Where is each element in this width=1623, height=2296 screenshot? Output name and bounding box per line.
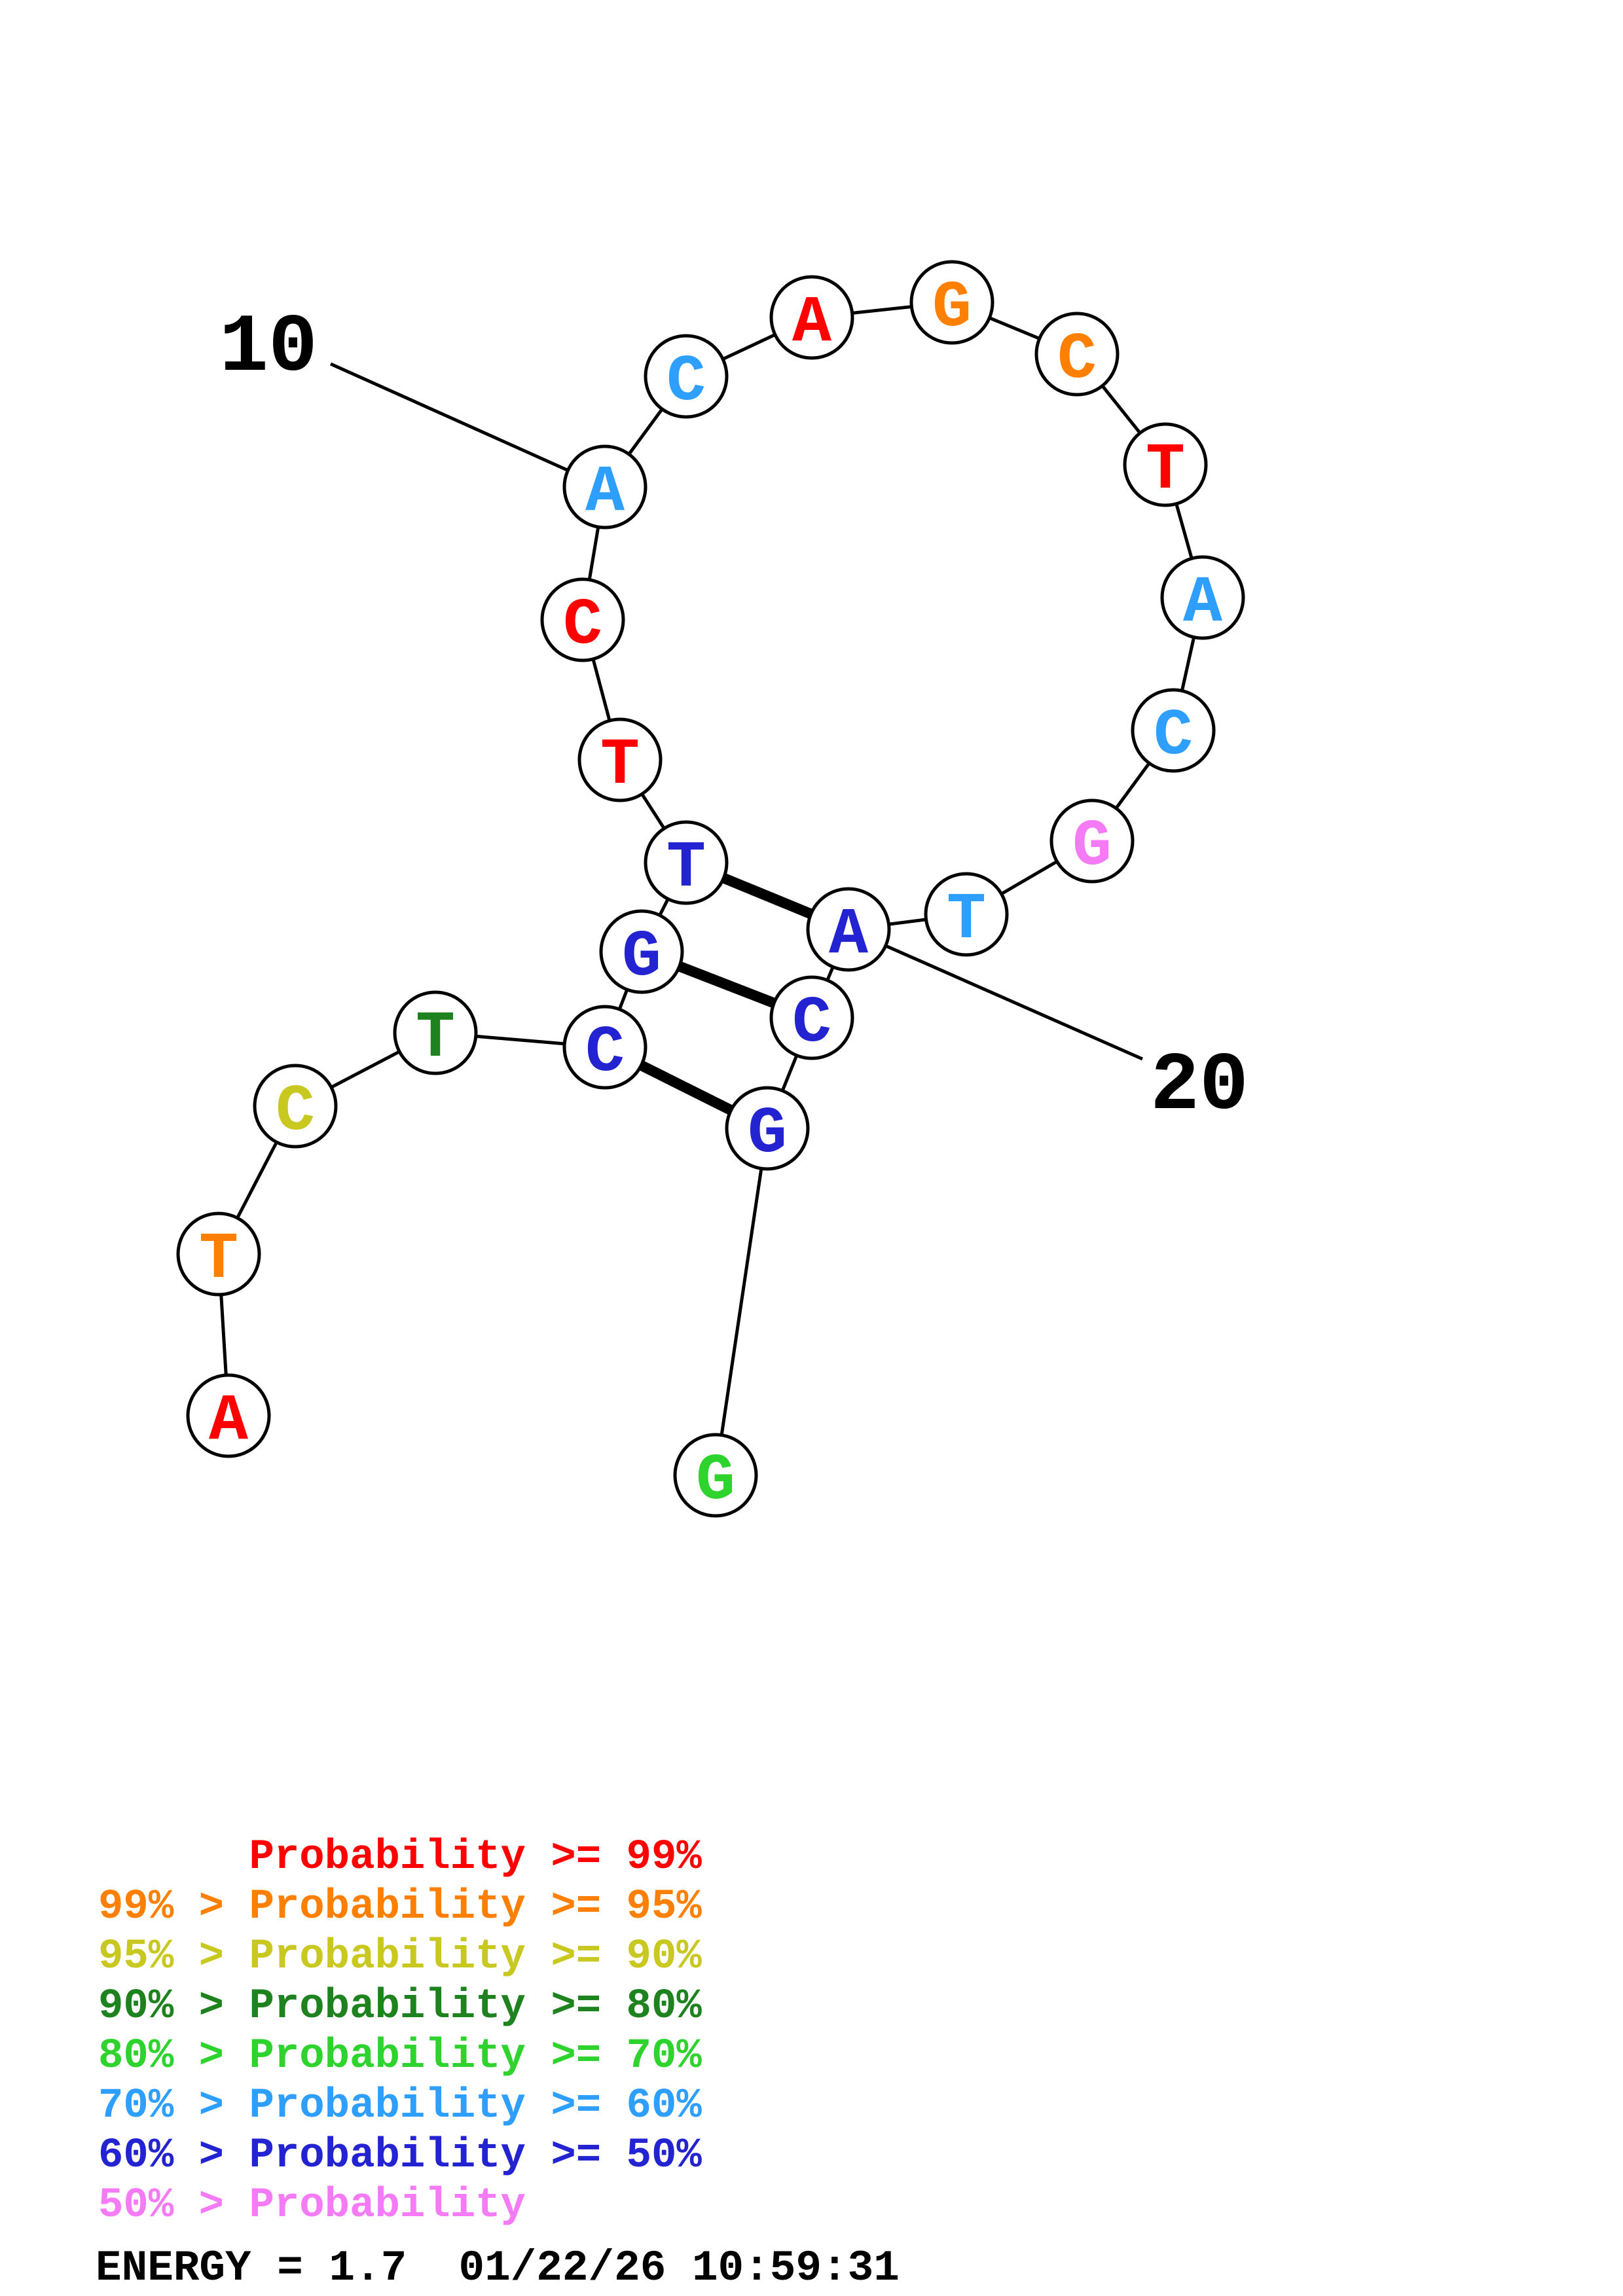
base-letter: A [792, 287, 832, 361]
base-circle [769, 275, 854, 360]
base-letter: G [696, 1444, 735, 1518]
base-letter: A [829, 899, 869, 973]
legend-item: 50% > Probability [98, 2182, 526, 2229]
legend-item: 70% > Probability >= 60% [98, 2083, 702, 2130]
legend-item: Probability >= 99% [98, 1834, 702, 1881]
base-circle [1123, 422, 1208, 507]
legend-item: 99% > Probability >= 95% [98, 1884, 702, 1931]
legend-item: 80% > Probability >= 70% [98, 2033, 702, 2080]
base-circle [577, 717, 663, 802]
base-letter: T [1146, 434, 1185, 508]
base-circle [909, 260, 994, 345]
base-letter: C [1057, 323, 1097, 397]
base-circle [562, 1005, 647, 1090]
base-circle [599, 909, 684, 994]
base-circle [806, 887, 891, 972]
index-label: 10 [219, 302, 318, 395]
base-circle [644, 334, 729, 419]
base-letter: C [792, 987, 831, 1061]
base-letter: G [932, 272, 972, 346]
base-letter: G [622, 921, 661, 995]
base-circle [253, 1064, 338, 1149]
base-letter: G [748, 1098, 787, 1172]
base-letter: T [666, 832, 706, 906]
base-circle [186, 1373, 271, 1458]
energy-status-line: ENERGY = 1.7 01/22/26 10:59:31 [96, 2244, 900, 2293]
base-circle [1131, 688, 1216, 773]
base-letter: T [416, 1002, 455, 1076]
base-circle [725, 1086, 810, 1171]
base-circle [673, 1433, 758, 1518]
base-circle [1034, 312, 1120, 397]
base-circle [644, 820, 729, 905]
base-letter: C [1154, 700, 1193, 774]
legend-item: 90% > Probability >= 80% [98, 1983, 702, 2030]
index-pointer-line [329, 362, 606, 489]
backbone-segment [714, 1128, 769, 1476]
base-letter: A [585, 456, 625, 530]
base-circle [176, 1211, 261, 1297]
base-letter: C [585, 1016, 625, 1090]
base-circle [1049, 798, 1135, 884]
legend-item: 60% > Probability >= 50% [98, 2132, 702, 2179]
base-circle [924, 872, 1009, 957]
base-letter: A [209, 1385, 249, 1459]
base-circle [562, 444, 647, 529]
base-circle [540, 577, 625, 662]
base-letter: C [276, 1075, 315, 1149]
index-pointer-line [847, 927, 1144, 1061]
base-letter: T [199, 1223, 238, 1297]
base-letter: G [1072, 810, 1112, 884]
legend-item: 95% > Probability >= 90% [98, 1933, 702, 1981]
base-letter: T [600, 729, 640, 803]
base-letter: A [1183, 567, 1223, 641]
base-circle [1160, 555, 1245, 640]
index-label: 20 [1150, 1040, 1249, 1133]
base-circle [769, 975, 854, 1060]
base-circle [393, 990, 478, 1075]
probability-legend: Probability >= 99%99% > Probability >= 9… [98, 1833, 702, 2231]
base-letter: C [563, 589, 602, 663]
base-letter: C [666, 346, 706, 420]
base-letter: T [947, 884, 986, 958]
